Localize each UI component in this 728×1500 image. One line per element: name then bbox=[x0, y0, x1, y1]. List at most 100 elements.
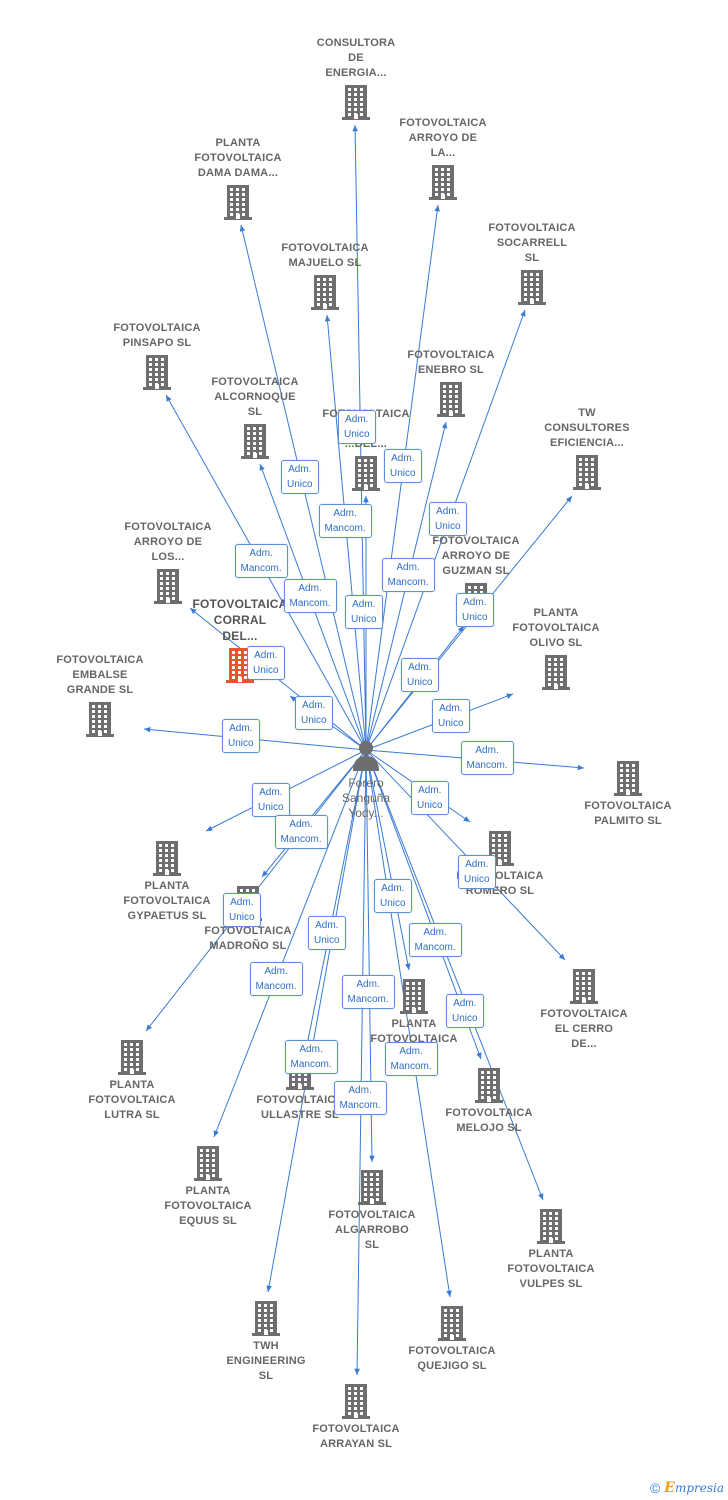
building-icon bbox=[570, 969, 598, 1004]
role-badge-algarrobo[interactable]: Adm. Mancom. bbox=[341, 975, 395, 1009]
building-icon bbox=[437, 382, 465, 417]
company-label: FOTOVOLTAICA ALCORNOQUE SL bbox=[211, 376, 299, 418]
role-badge-quejigo[interactable]: Adm. Mancom. bbox=[384, 1042, 438, 1076]
company-label: FOTOVOLTAICA MADROÑO SL bbox=[204, 925, 292, 952]
role-badge-palmito[interactable]: Adm. Mancom. bbox=[460, 741, 514, 775]
role-badge-romero[interactable]: Adm. Unico bbox=[411, 781, 449, 815]
role-badge-hidden[interactable]: Adm. Unico bbox=[345, 595, 383, 629]
company-label: FOTOVOLTAICA ULLASTRE SL bbox=[256, 1094, 344, 1121]
company-label: CONSULTORA DE ENERGIA... bbox=[316, 37, 396, 79]
role-badge-tw[interactable]: Adm. Unico bbox=[456, 593, 494, 627]
company-label: FOTOVOLTAICA CORRAL DEL... bbox=[192, 597, 288, 643]
company-node-arroyo-los[interactable]: FOTOVOLTAICA ARROYO DE LOS... bbox=[113, 520, 223, 605]
building-icon bbox=[475, 1068, 503, 1103]
company-node-embalse[interactable]: FOTOVOLTAICA EMBALSE GRANDE SL bbox=[45, 653, 155, 738]
role-badge-madrono[interactable]: Adm. Mancom. bbox=[274, 815, 328, 849]
building-icon bbox=[194, 1146, 222, 1181]
role-badge-gypaetus[interactable]: Adm. Unico bbox=[252, 783, 290, 817]
company-node-palmito[interactable]: FOTOVOLTAICA PALMITO SL bbox=[573, 759, 683, 829]
role-badge-twh[interactable]: Adm. Mancom. bbox=[284, 1040, 338, 1074]
building-icon bbox=[154, 569, 182, 604]
role-badge-melojo[interactable]: Adm. Mancom. bbox=[408, 923, 462, 957]
role-badge-vulpes[interactable]: Adm. Unico bbox=[446, 994, 484, 1028]
building-icon bbox=[537, 1209, 565, 1244]
role-badge-dama[interactable]: Adm. Unico bbox=[281, 460, 319, 494]
footer-brand[interactable]: © Empresia bbox=[650, 1480, 724, 1496]
building-icon bbox=[429, 165, 457, 200]
company-label: FOTOVOLTAICA MELOJO SL bbox=[445, 1107, 533, 1134]
role-badge-equus[interactable]: Adm. Mancom. bbox=[249, 962, 303, 996]
role-badge-guzman[interactable]: Adm. Unico bbox=[401, 658, 439, 692]
company-node-gypaetus[interactable]: PLANTA FOTOVOLTAICA GYPAETUS SL bbox=[112, 839, 222, 924]
role-badge-arrayan[interactable]: Adm. Mancom. bbox=[333, 1081, 387, 1115]
building-icon bbox=[358, 1170, 386, 1205]
company-node-melojo[interactable]: FOTOVOLTAICA MELOJO SL bbox=[434, 1066, 544, 1136]
company-label: FOTOVOLTAICA PINSAPO SL bbox=[113, 322, 201, 349]
company-label: FOTOVOLTAICA MAJUELO SL bbox=[281, 242, 369, 269]
edge-twh bbox=[266, 749, 367, 1293]
company-node-tw[interactable]: TW CONSULTORES EFICIENCIA... bbox=[532, 406, 642, 491]
role-badge-el-cerro[interactable]: Adm. Unico bbox=[458, 855, 496, 889]
center-person-name: Forero Sanguña Yody... bbox=[341, 776, 391, 820]
company-node-quejigo[interactable]: FOTOVOLTAICA QUEJIGO SL bbox=[397, 1304, 507, 1374]
role-badge-planta-l[interactable]: Adm. Unico bbox=[374, 879, 412, 913]
role-badge-alcornoque[interactable]: Adm. Mancom. bbox=[283, 579, 337, 613]
company-node-enebro[interactable]: FOTOVOLTAICA ENEBRO SL bbox=[396, 348, 506, 418]
role-badge-majuelo[interactable]: Adm. Mancom. bbox=[318, 504, 372, 538]
role-badge-embalse[interactable]: Adm. Unico bbox=[222, 719, 260, 753]
role-badge-arroyo-la[interactable]: Adm. Unico bbox=[384, 449, 422, 483]
company-node-dama[interactable]: PLANTA FOTOVOLTAICA DAMA DAMA... bbox=[183, 136, 293, 221]
building-icon bbox=[86, 702, 114, 737]
role-badge-corral[interactable]: Adm. Unico bbox=[295, 696, 333, 730]
company-node-alcornoque[interactable]: FOTOVOLTAICA ALCORNOQUE SL bbox=[200, 375, 310, 460]
company-label: PLANTA FOTOVOLTAICA GYPAETUS SL bbox=[123, 880, 211, 922]
building-icon bbox=[224, 185, 252, 220]
company-label: FOTOVOLTAICA ARRAYAN SL bbox=[312, 1423, 400, 1450]
role-badge-enebro[interactable]: Adm. Mancom. bbox=[381, 558, 435, 592]
company-node-twh[interactable]: TWH ENGINEERING SL bbox=[211, 1299, 321, 1384]
company-node-vulpes[interactable]: PLANTA FOTOVOLTAICA VULPES SL bbox=[496, 1207, 606, 1292]
company-node-olivo[interactable]: PLANTA FOTOVOLTAICA OLIVO SL bbox=[501, 606, 611, 691]
company-node-corral[interactable]: FOTOVOLTAICA CORRAL DEL... bbox=[185, 596, 295, 684]
company-label: PLANTA FOTOVOLTAICA LUTRA SL bbox=[88, 1079, 176, 1121]
company-node-arrayan[interactable]: FOTOVOLTAICA ARRAYAN SL bbox=[301, 1382, 411, 1452]
company-label: FOTOVOLTAICA ARROYO DE LA... bbox=[399, 117, 487, 159]
main-building-icon bbox=[226, 648, 254, 683]
role-badge-lutra[interactable]: Adm. Unico bbox=[223, 893, 261, 927]
company-label: PLANTA FOTOVOLTAICA VULPES SL bbox=[507, 1248, 595, 1290]
role-badge-arroyo-los[interactable]: Adm. Unico bbox=[247, 646, 285, 680]
edge-ullastre bbox=[304, 749, 367, 1051]
person-icon bbox=[353, 741, 379, 771]
edge-quejigo bbox=[365, 749, 452, 1298]
company-label: TW CONSULTORES EFICIENCIA... bbox=[544, 407, 630, 449]
company-label: PLANTA FOTOVOLTAICA EQUUS SL bbox=[164, 1185, 252, 1227]
company-node-majuelo[interactable]: FOTOVOLTAICA MAJUELO SL bbox=[270, 241, 380, 311]
building-icon bbox=[342, 1384, 370, 1419]
role-badge-pinsapo[interactable]: Adm. Mancom. bbox=[234, 544, 288, 578]
company-node-el-cerro[interactable]: FOTOVOLTAICA EL CERRO DE... bbox=[529, 967, 639, 1052]
building-icon bbox=[352, 456, 380, 491]
company-node-pinsapo[interactable]: FOTOVOLTAICA PINSAPO SL bbox=[102, 321, 212, 391]
company-node-arroyo-la[interactable]: FOTOVOLTAICA ARROYO DE LA... bbox=[388, 116, 498, 201]
company-node-equus[interactable]: PLANTA FOTOVOLTAICA EQUUS SL bbox=[153, 1144, 263, 1229]
role-badge-consultora[interactable]: Adm. Unico bbox=[338, 410, 376, 444]
edge-planta_l bbox=[365, 749, 411, 971]
role-badge-ullastre[interactable]: Adm. Unico bbox=[308, 916, 346, 950]
center-person-node[interactable]: Forero Sanguña Yody... bbox=[326, 738, 406, 821]
edge-madrono bbox=[261, 749, 367, 878]
building-icon bbox=[438, 1306, 466, 1341]
company-node-consultora[interactable]: CONSULTORA DE ENERGIA... bbox=[301, 36, 411, 121]
company-node-algarrobo[interactable]: FOTOVOLTAICA ALGARROBO SL bbox=[317, 1168, 427, 1253]
building-icon bbox=[311, 275, 339, 310]
company-label: FOTOVOLTAICA ENEBRO SL bbox=[407, 349, 495, 376]
role-badge-olivo[interactable]: Adm. Unico bbox=[432, 699, 470, 733]
role-badge-socarrell[interactable]: Adm. Unico bbox=[429, 502, 467, 536]
company-node-lutra[interactable]: PLANTA FOTOVOLTAICA LUTRA SL bbox=[77, 1038, 187, 1123]
company-label: TWH ENGINEERING SL bbox=[226, 1340, 306, 1382]
building-icon bbox=[118, 1040, 146, 1075]
company-label: FOTOVOLTAICA QUEJIGO SL bbox=[408, 1345, 496, 1372]
company-node-socarrell[interactable]: FOTOVOLTAICA SOCARRELL SL bbox=[477, 221, 587, 306]
brand-logo: Empresia bbox=[664, 1480, 724, 1496]
company-label: FOTOVOLTAICA EL CERRO DE... bbox=[540, 1008, 628, 1050]
